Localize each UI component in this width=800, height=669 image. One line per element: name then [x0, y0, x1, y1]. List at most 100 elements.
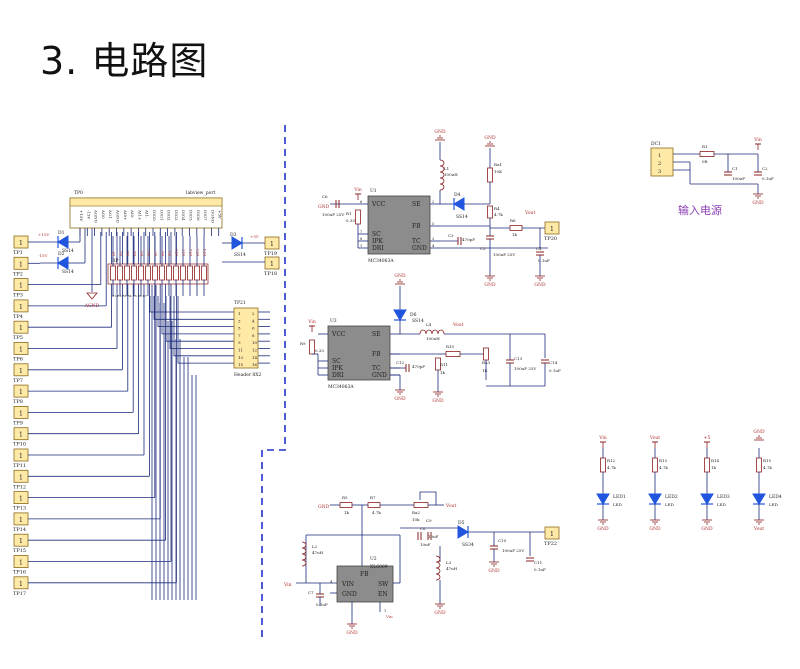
inductor-l1	[439, 159, 445, 191]
part-value: 1k	[440, 370, 446, 375]
bus-wire	[173, 296, 234, 357]
net-label: Vout	[524, 210, 535, 216]
ic-pin-label: VIN	[341, 581, 354, 588]
test-point-label: TP17	[13, 591, 26, 597]
test-point-label: TP8	[13, 399, 23, 405]
part-value: 0.1uF	[538, 258, 550, 263]
test-point-pin: 1	[19, 517, 23, 524]
rail-label: +15V	[38, 232, 49, 237]
test-point-label: TP1	[13, 250, 23, 256]
header21-sub: Header 8X2	[234, 372, 261, 378]
rail-label: +5V	[250, 234, 259, 239]
ic-ref: U1	[370, 188, 377, 194]
net-label: Vin	[385, 614, 393, 619]
ic-part: MC34063A	[368, 258, 394, 264]
ic-pin-label: FB	[372, 351, 381, 358]
resistor-r13	[652, 457, 658, 473]
ic-pin-label: SW	[378, 581, 389, 588]
section-divider	[261, 125, 286, 640]
test-point-pin: 1	[19, 389, 23, 396]
resnet-element	[166, 265, 172, 281]
test-point-label: TP5	[13, 335, 23, 341]
resnet-element	[117, 265, 123, 281]
test-point-pin: 1	[19, 496, 23, 503]
diode-part: SS14	[62, 248, 74, 254]
part-ref: C3	[448, 233, 454, 238]
header-pin-label: -15V	[86, 210, 91, 219]
resistor-r5	[339, 502, 353, 508]
ground-label: Vout	[753, 526, 764, 532]
part-ref: C2	[762, 166, 768, 171]
supply-label: Vin	[753, 137, 762, 143]
resnet-label: R8	[161, 251, 165, 256]
ground-label: GND	[488, 568, 500, 574]
part-value: 100uF 25V	[502, 548, 524, 553]
part-value: 4.7k	[607, 465, 616, 470]
header-pin-label: AI0+	[123, 209, 128, 220]
diode-part: SS14	[62, 269, 74, 275]
led-3	[700, 493, 714, 505]
header21-pin: 10	[252, 340, 258, 345]
bus-wire	[157, 296, 234, 328]
part-value: 100uF 25V	[514, 366, 536, 371]
test-point-pin: 1	[19, 261, 23, 268]
part-ref: Ra2	[412, 510, 420, 515]
ic-pin-label: EN	[378, 591, 388, 598]
header21-pin: 8	[252, 333, 255, 338]
ic-pin-num: 7	[360, 230, 362, 234]
potentiometer-ra1	[487, 167, 493, 183]
part-value: SS14	[412, 318, 424, 324]
part-ref: C14	[549, 360, 558, 365]
wire	[419, 491, 437, 505]
ic-pin-label: SE	[412, 201, 421, 208]
test-point-pin: 1	[550, 226, 554, 233]
ground-label: GND	[649, 526, 661, 532]
part-ref: R11	[440, 362, 448, 367]
resnet-label: R4	[133, 250, 137, 256]
part-ref: R9	[300, 341, 306, 346]
test-point-label: TP4	[13, 314, 23, 320]
test-point-pin: 1	[19, 325, 23, 332]
part-value: 100uF	[732, 176, 745, 181]
part-ref: C12	[396, 360, 405, 365]
test-point-pin: 1	[19, 240, 23, 247]
resnet-element	[131, 265, 137, 281]
test-point-label: TP14	[13, 527, 26, 533]
header-pin-label: AGND	[94, 209, 99, 223]
part-ref: C5	[480, 246, 486, 251]
ic-pin-label: TC	[372, 365, 381, 372]
resnet-ref: RP	[112, 258, 118, 264]
ic-pin-label: FB	[412, 223, 421, 230]
part-ref: R1	[702, 144, 708, 149]
ic-pin-label: DRI	[332, 372, 344, 379]
resnet-element	[180, 265, 186, 281]
resistor-r1-dc	[699, 151, 715, 157]
part-ref: L2	[312, 544, 318, 549]
header21-ref: TP21	[234, 300, 246, 306]
part-ref: C4	[536, 246, 542, 251]
input-power-caption: 输入电源	[678, 203, 722, 217]
part-value: 470pF	[462, 237, 475, 242]
ground-label: GND	[752, 200, 764, 206]
test-point-label: TP19	[264, 251, 277, 257]
diode-right	[231, 236, 243, 250]
ic-pin-label: TC	[412, 238, 421, 245]
dc-pin: 1	[658, 153, 661, 159]
led-label: LED	[769, 502, 778, 507]
test-point-label: TP20	[544, 236, 557, 242]
part-value: 4.7k	[494, 212, 503, 217]
part-ref: R13	[659, 458, 668, 463]
bus-wire	[161, 296, 234, 335]
header21-pin: 2	[252, 311, 255, 316]
part-ref: Ra1	[494, 162, 502, 167]
resnet-element	[124, 265, 130, 281]
ic-part: MC34063A	[328, 384, 354, 390]
ic-ref: U3	[330, 318, 337, 324]
ground-label: GND	[434, 129, 446, 135]
net-label: Vout	[445, 503, 456, 509]
diode-d6	[393, 309, 407, 321]
resistor-r4	[487, 205, 493, 219]
part-value: SS14	[456, 214, 468, 220]
supply-label: Vout	[649, 435, 660, 441]
